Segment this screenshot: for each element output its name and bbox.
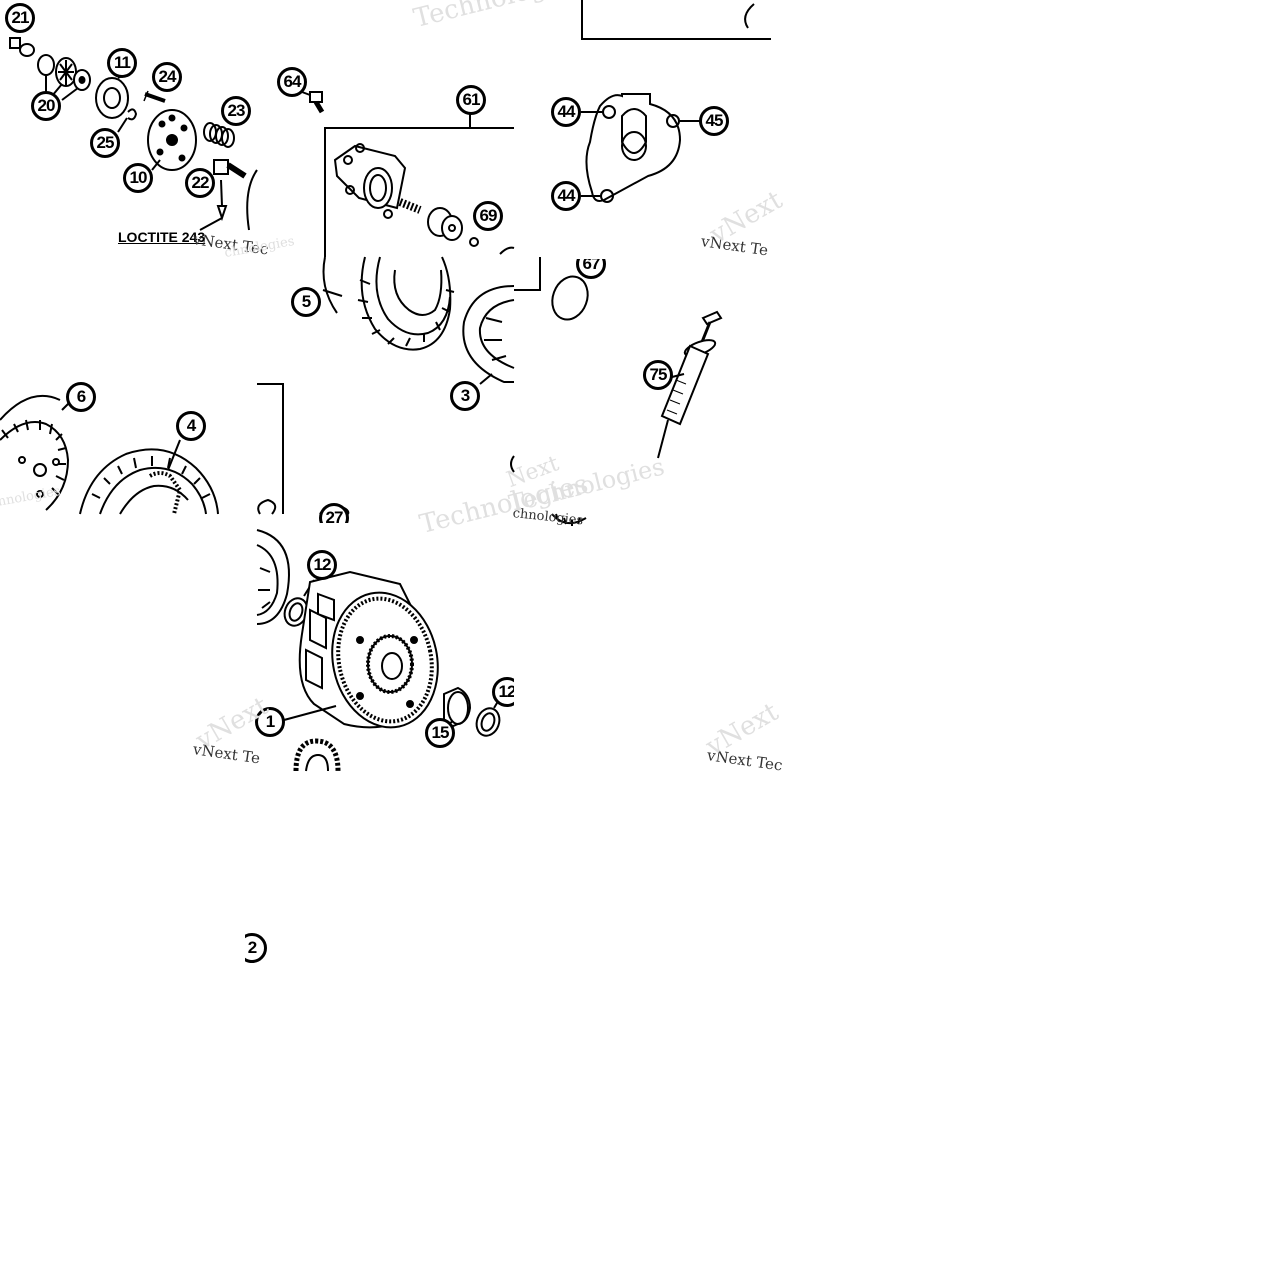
bracket-61 bbox=[324, 114, 514, 257]
callout-21: 21 bbox=[5, 3, 35, 33]
callout-67: 67 bbox=[576, 259, 606, 279]
callout-11: 11 bbox=[107, 48, 137, 78]
bracket-lower bbox=[257, 383, 284, 514]
part-washers-20 bbox=[37, 54, 91, 101]
callout-4: 4 bbox=[176, 411, 206, 441]
callout-3: 3 bbox=[450, 381, 480, 411]
part-screw-64 bbox=[301, 91, 325, 114]
callout-44-bottom: 44 bbox=[551, 181, 581, 211]
part-plates-5 bbox=[322, 256, 455, 351]
part-cap-11 bbox=[95, 75, 129, 119]
callout-75: 75 bbox=[643, 360, 673, 390]
part-27-edge bbox=[257, 498, 277, 515]
callout-27: 27 bbox=[319, 503, 349, 523]
callout-12-lower: 12 bbox=[492, 677, 514, 707]
part-outer-clutch-1 bbox=[283, 570, 439, 729]
callout-61: 61 bbox=[456, 85, 486, 115]
part-cylinder-61 bbox=[333, 143, 515, 255]
part-syringe-75 bbox=[657, 310, 723, 459]
part-gear-6 bbox=[0, 395, 73, 511]
gear-edge bbox=[510, 455, 515, 473]
part-cover-44 bbox=[581, 93, 700, 203]
callout-23: 23 bbox=[221, 96, 251, 126]
part-screw-21 bbox=[9, 37, 35, 57]
callout-5: 5 bbox=[291, 287, 321, 317]
part-plate-3 bbox=[462, 285, 515, 385]
part-gear-small bbox=[551, 513, 587, 526]
part-springs-23 bbox=[203, 122, 235, 148]
callout-24: 24 bbox=[152, 62, 182, 92]
bracket-right bbox=[514, 257, 541, 291]
callout-22: 22 bbox=[185, 168, 215, 198]
callout-20: 20 bbox=[31, 91, 61, 121]
clutch-cover-edge bbox=[246, 169, 258, 231]
loctite-note: LOCTITE 243 bbox=[118, 229, 206, 245]
part-pin-24 bbox=[143, 90, 166, 103]
callout-45: 45 bbox=[699, 106, 729, 136]
callout-2: 2 bbox=[245, 933, 267, 963]
leader-loctite bbox=[199, 217, 223, 231]
callout-64: 64 bbox=[277, 67, 307, 97]
part-gear-primary bbox=[293, 738, 341, 772]
part-plate-10 bbox=[147, 109, 197, 171]
callout-25: 25 bbox=[90, 128, 120, 158]
callout-1: 1 bbox=[255, 707, 285, 737]
part-clip-25 bbox=[117, 108, 138, 133]
callout-12-upper: 12 bbox=[307, 550, 337, 580]
o-ring-fragment bbox=[744, 3, 755, 29]
callout-6: 6 bbox=[66, 382, 96, 412]
callout-10: 10 bbox=[123, 163, 153, 193]
callout-69: 69 bbox=[473, 201, 503, 231]
part-bolt-22 bbox=[213, 159, 247, 222]
callout-15: 15 bbox=[425, 718, 455, 748]
part-hub-7 bbox=[256, 529, 290, 625]
part-plates-4 bbox=[79, 439, 219, 515]
callout-44-top: 44 bbox=[551, 97, 581, 127]
